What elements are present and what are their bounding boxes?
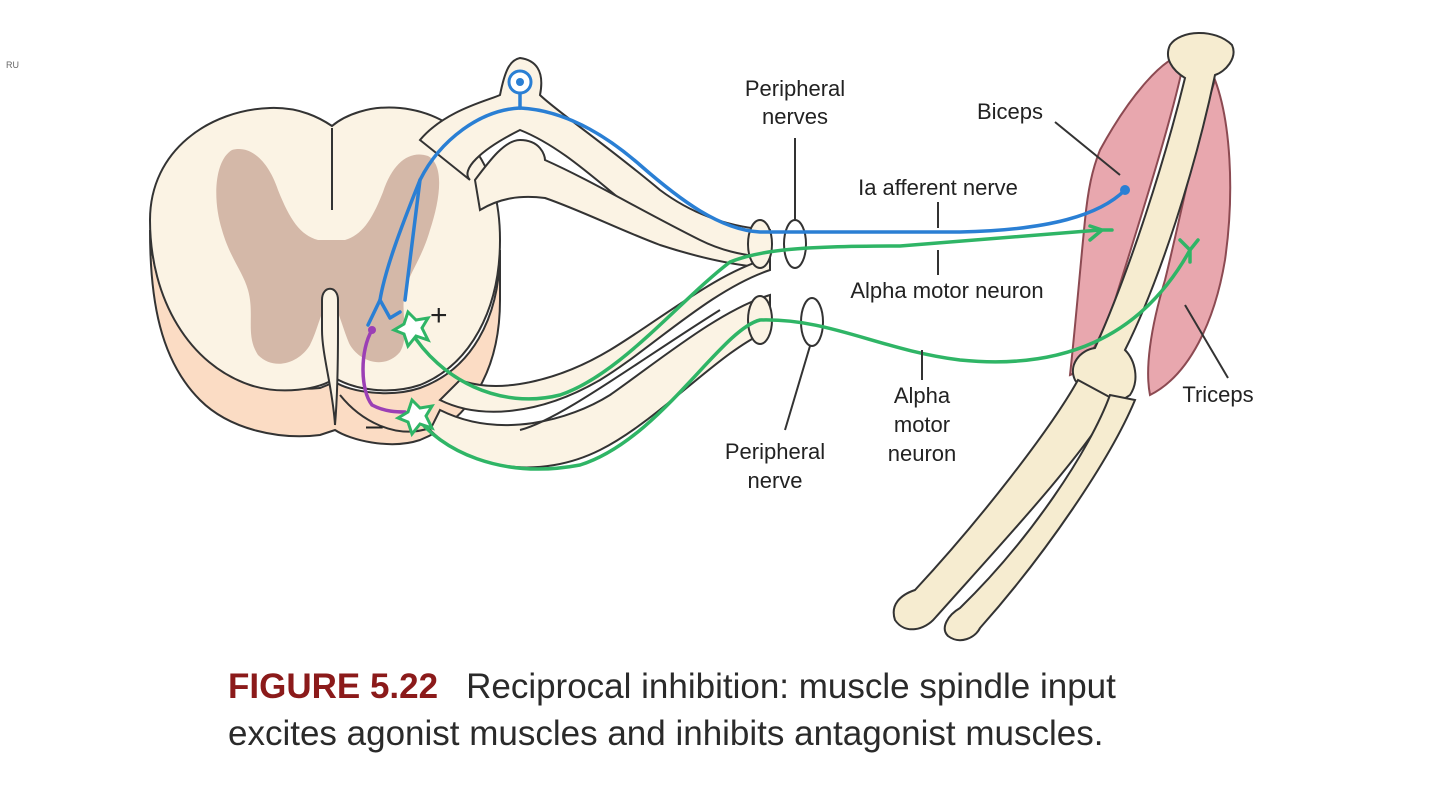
leader-peripheral-nerve [784, 345, 811, 431]
alpha-motor-neuron-biceps [408, 228, 1102, 401]
figure-number: FIGURE 5.22 [228, 667, 439, 706]
humerus-bone [1072, 32, 1235, 403]
label-peripheral-nerves-line1: Peripheral [745, 76, 845, 101]
leader-biceps [1054, 121, 1121, 176]
triceps-endplate [1178, 238, 1200, 264]
label-alpha-motor-neuron-top: Alpha motor neuron [850, 278, 1043, 303]
ia-afferent-branches [366, 178, 422, 327]
biceps-endplate [1088, 224, 1114, 242]
dorsal-root-ganglion-center [516, 78, 524, 86]
anterior-fissure [321, 287, 339, 426]
label-peripheral-nerve-line1: Peripheral [725, 439, 825, 464]
label-biceps: Biceps [977, 99, 1043, 124]
label-alpha-motor-neuron-bottom-line1: Alpha [894, 383, 951, 408]
peripheral-nerve-ring-top [783, 219, 807, 269]
arm [892, 32, 1235, 642]
motor-neuron-triceps-icon [394, 397, 435, 438]
figure-caption-text: Reciprocal inhibition: muscle spindle in… [228, 667, 1116, 753]
inhibitory-interneuron [361, 328, 407, 414]
grey-matter [216, 149, 440, 364]
label-alpha-motor-neuron-bottom-line2: motor [894, 412, 950, 437]
label-peripheral-nerves-line2: nerves [762, 104, 828, 129]
motor-neuron-biceps-icon [390, 309, 431, 350]
label-triceps: Triceps [1182, 382, 1253, 407]
label-ia-afferent-nerve: Ia afferent nerve [858, 175, 1018, 200]
triceps-muscle [1147, 77, 1232, 397]
interneuron-icon [368, 326, 376, 334]
minus-sign: – [366, 409, 383, 442]
alpha-motor-neuron-triceps [413, 248, 1192, 471]
corner-text: RU [6, 60, 19, 70]
leader-triceps [1184, 304, 1229, 379]
label-peripheral-nerve-line2: nerve [747, 468, 802, 493]
ventral-horn-edge [339, 394, 431, 433]
forearm-bone-2 [943, 393, 1137, 642]
muscle-spindle-icon [1120, 185, 1130, 195]
plus-sign: + [430, 299, 448, 332]
forearm-bone-1 [892, 378, 1117, 631]
label-alpha-motor-neuron-bottom-line3: neuron [888, 441, 957, 466]
ia-afferent-path [378, 106, 1127, 302]
